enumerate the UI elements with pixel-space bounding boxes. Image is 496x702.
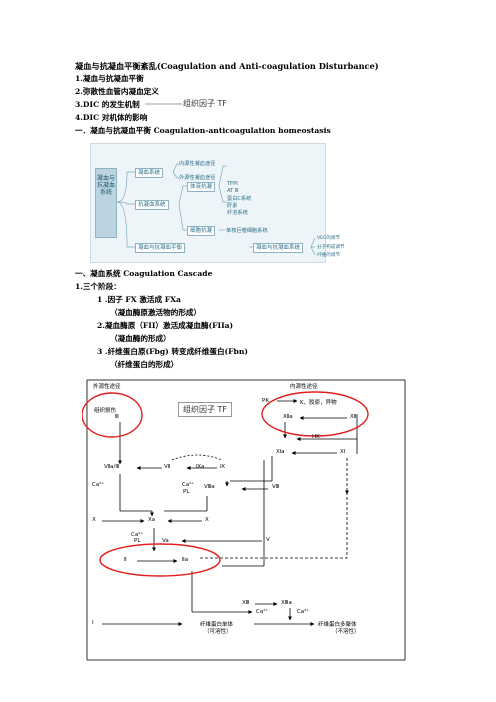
mindmap-body-item: 肝素 [227,203,238,209]
mindmap-root: 凝血与抗凝血系统 [95,168,117,238]
xii-label: Ⅻ [350,414,357,420]
xiiia-label: ⅩⅢa [281,600,292,606]
mindmap-connectors [116,163,316,256]
callout-tissue-factor: 组织因子 TF [183,99,228,108]
outline-item-1: 1.凝血与抗凝血平衡 [75,74,144,83]
viiia-label: Ⅷa [204,484,215,490]
viia-iii-label: Ⅶa/Ⅲ [104,464,120,470]
mindmap-coag: 凝血系统 [135,168,164,178]
xa-label: Ⅹa [148,517,156,523]
mindmap-body-anti: 体液抗凝 [187,182,216,192]
section-heading-1: 一．凝血与抗凝血平衡 Coagulation-anticoagulation h… [75,126,331,135]
ca-label: Ca²⁺ [131,532,144,538]
mindmap-vec-item: 纤维的调节 [317,253,340,258]
ix-label: Ⅸ [220,464,226,470]
coagulation-cascade-diagram: 外源性途径 内源性途径 组织损伤 Ⅲ 组织因子 TF PK K、胶原，异物 Ⅻa… [82,376,410,666]
mindmap-body-item: 蛋白C系统 [227,196,252,202]
viii-label: Ⅷ [272,484,280,490]
diagram-callout-tf: 组织因子 TF [178,402,233,417]
i-label: Ⅰ [92,620,94,626]
hk-label: HK [312,434,320,440]
insoluble-label: （不溶性） [332,629,360,635]
mindmap-body-item: TFPI [227,181,238,187]
mindmap-vec-item: VEC的调节 [317,236,341,241]
cascade-lines [82,379,406,661]
pk-label: PK [262,398,269,404]
stage-3: 3 .纤维蛋白原(Fbg) 转变成纤维蛋白(Fbn) [97,347,248,356]
page-title: 凝血与抗凝血平衡紊乱(Coagulation and Anti-coagulat… [75,61,379,71]
stage-2: 2.凝血酶原（FII）激活成凝血酶(FIIa) [97,321,234,330]
pl-label: PL [183,489,190,495]
ixa-label: Ⅸa [196,464,205,470]
mindmap-body-item: AT Ⅲ [227,188,239,194]
highlight-ring-xii [261,391,369,437]
mindmap-figure: 凝血与抗凝血系统 凝血系统 内源性凝血途径 外源性凝血途径 抗凝血系统 体液抗凝… [90,143,345,263]
va-label: Va [162,538,169,544]
kallikrein-label: K、胶原，异物 [300,400,337,406]
mindmap-balance-2: 凝血与抗凝血系统 [253,243,304,253]
mindmap-coag-sub-1: 内源性凝血途径 [179,161,216,167]
fibrin-polymer-label: 纤维蛋白多聚体 [318,622,357,628]
vii-label: Ⅶ [164,464,171,470]
extrinsic-label: 外源性途径 [93,384,121,390]
ca-label: Ca²⁺ [92,482,105,488]
tissue-damage-label: 组织损伤 [94,408,117,414]
mindmap-body-item: 纤溶系统 [227,210,248,216]
ca-label: Ca²⁺ [182,482,195,488]
ii-label: Ⅱ [124,557,127,563]
pl-label: PL [134,538,141,544]
v-label: Ⅴ [266,537,270,543]
mindmap-balance: 凝血与抗凝血平衡 [135,243,186,253]
mindmap-cell-item: 单核巨噬细胞系统 [226,228,268,234]
outline-item-4: 4.DIC 对机体的影响 [75,113,148,122]
soluble-label: （可溶性） [204,629,232,635]
stage-3-sub: （纤维蛋白的形成） [110,360,179,369]
section-heading-2: 一、凝血系统 Coagulation Cascade [75,269,213,278]
ca-label: Ca²⁺ [297,609,310,615]
outline-item-2: 2.弥散性血管内凝血定义 [75,87,159,96]
mindmap-coag-sub-2: 外源性凝血途径 [179,175,216,181]
xiii-label: ⅩⅢ [242,600,250,606]
fibrin-monomer-label: 纤维蛋白单体 [200,622,234,628]
outline-item-3: 3.DIC 的发生机制 [75,100,140,109]
ca-label: Ca²⁺ [256,609,269,615]
mindmap-vec-item: 分子构成调节 [317,245,345,250]
highlight-ring-thrombin [99,543,221,577]
stage-1-sub: （凝血酶原激活物的形成） [110,308,202,317]
mindmap-anti: 抗凝血系统 [135,200,169,210]
stage-2-sub: （凝血酶的形成） [110,334,171,343]
stage-1: 1 .因子 FX 激活成 FXa [97,295,181,304]
xiia-label: Ⅻa [283,414,293,420]
mindmap-cell-anti: 细胞抗凝 [187,226,216,236]
x-right-label: Ⅹ [205,517,209,523]
iia-label: Ⅱa [182,557,189,563]
xi-label: Ⅺ [340,449,346,455]
xia-label: Ⅺa [276,449,285,455]
intrinsic-label: 内源性途径 [290,384,318,390]
tissue-iii-label: Ⅲ [115,414,119,420]
stages-title: 1.三个阶段： [75,282,121,291]
highlight-ring-tissue [82,392,143,438]
x-left-label: Ⅹ [92,517,96,523]
